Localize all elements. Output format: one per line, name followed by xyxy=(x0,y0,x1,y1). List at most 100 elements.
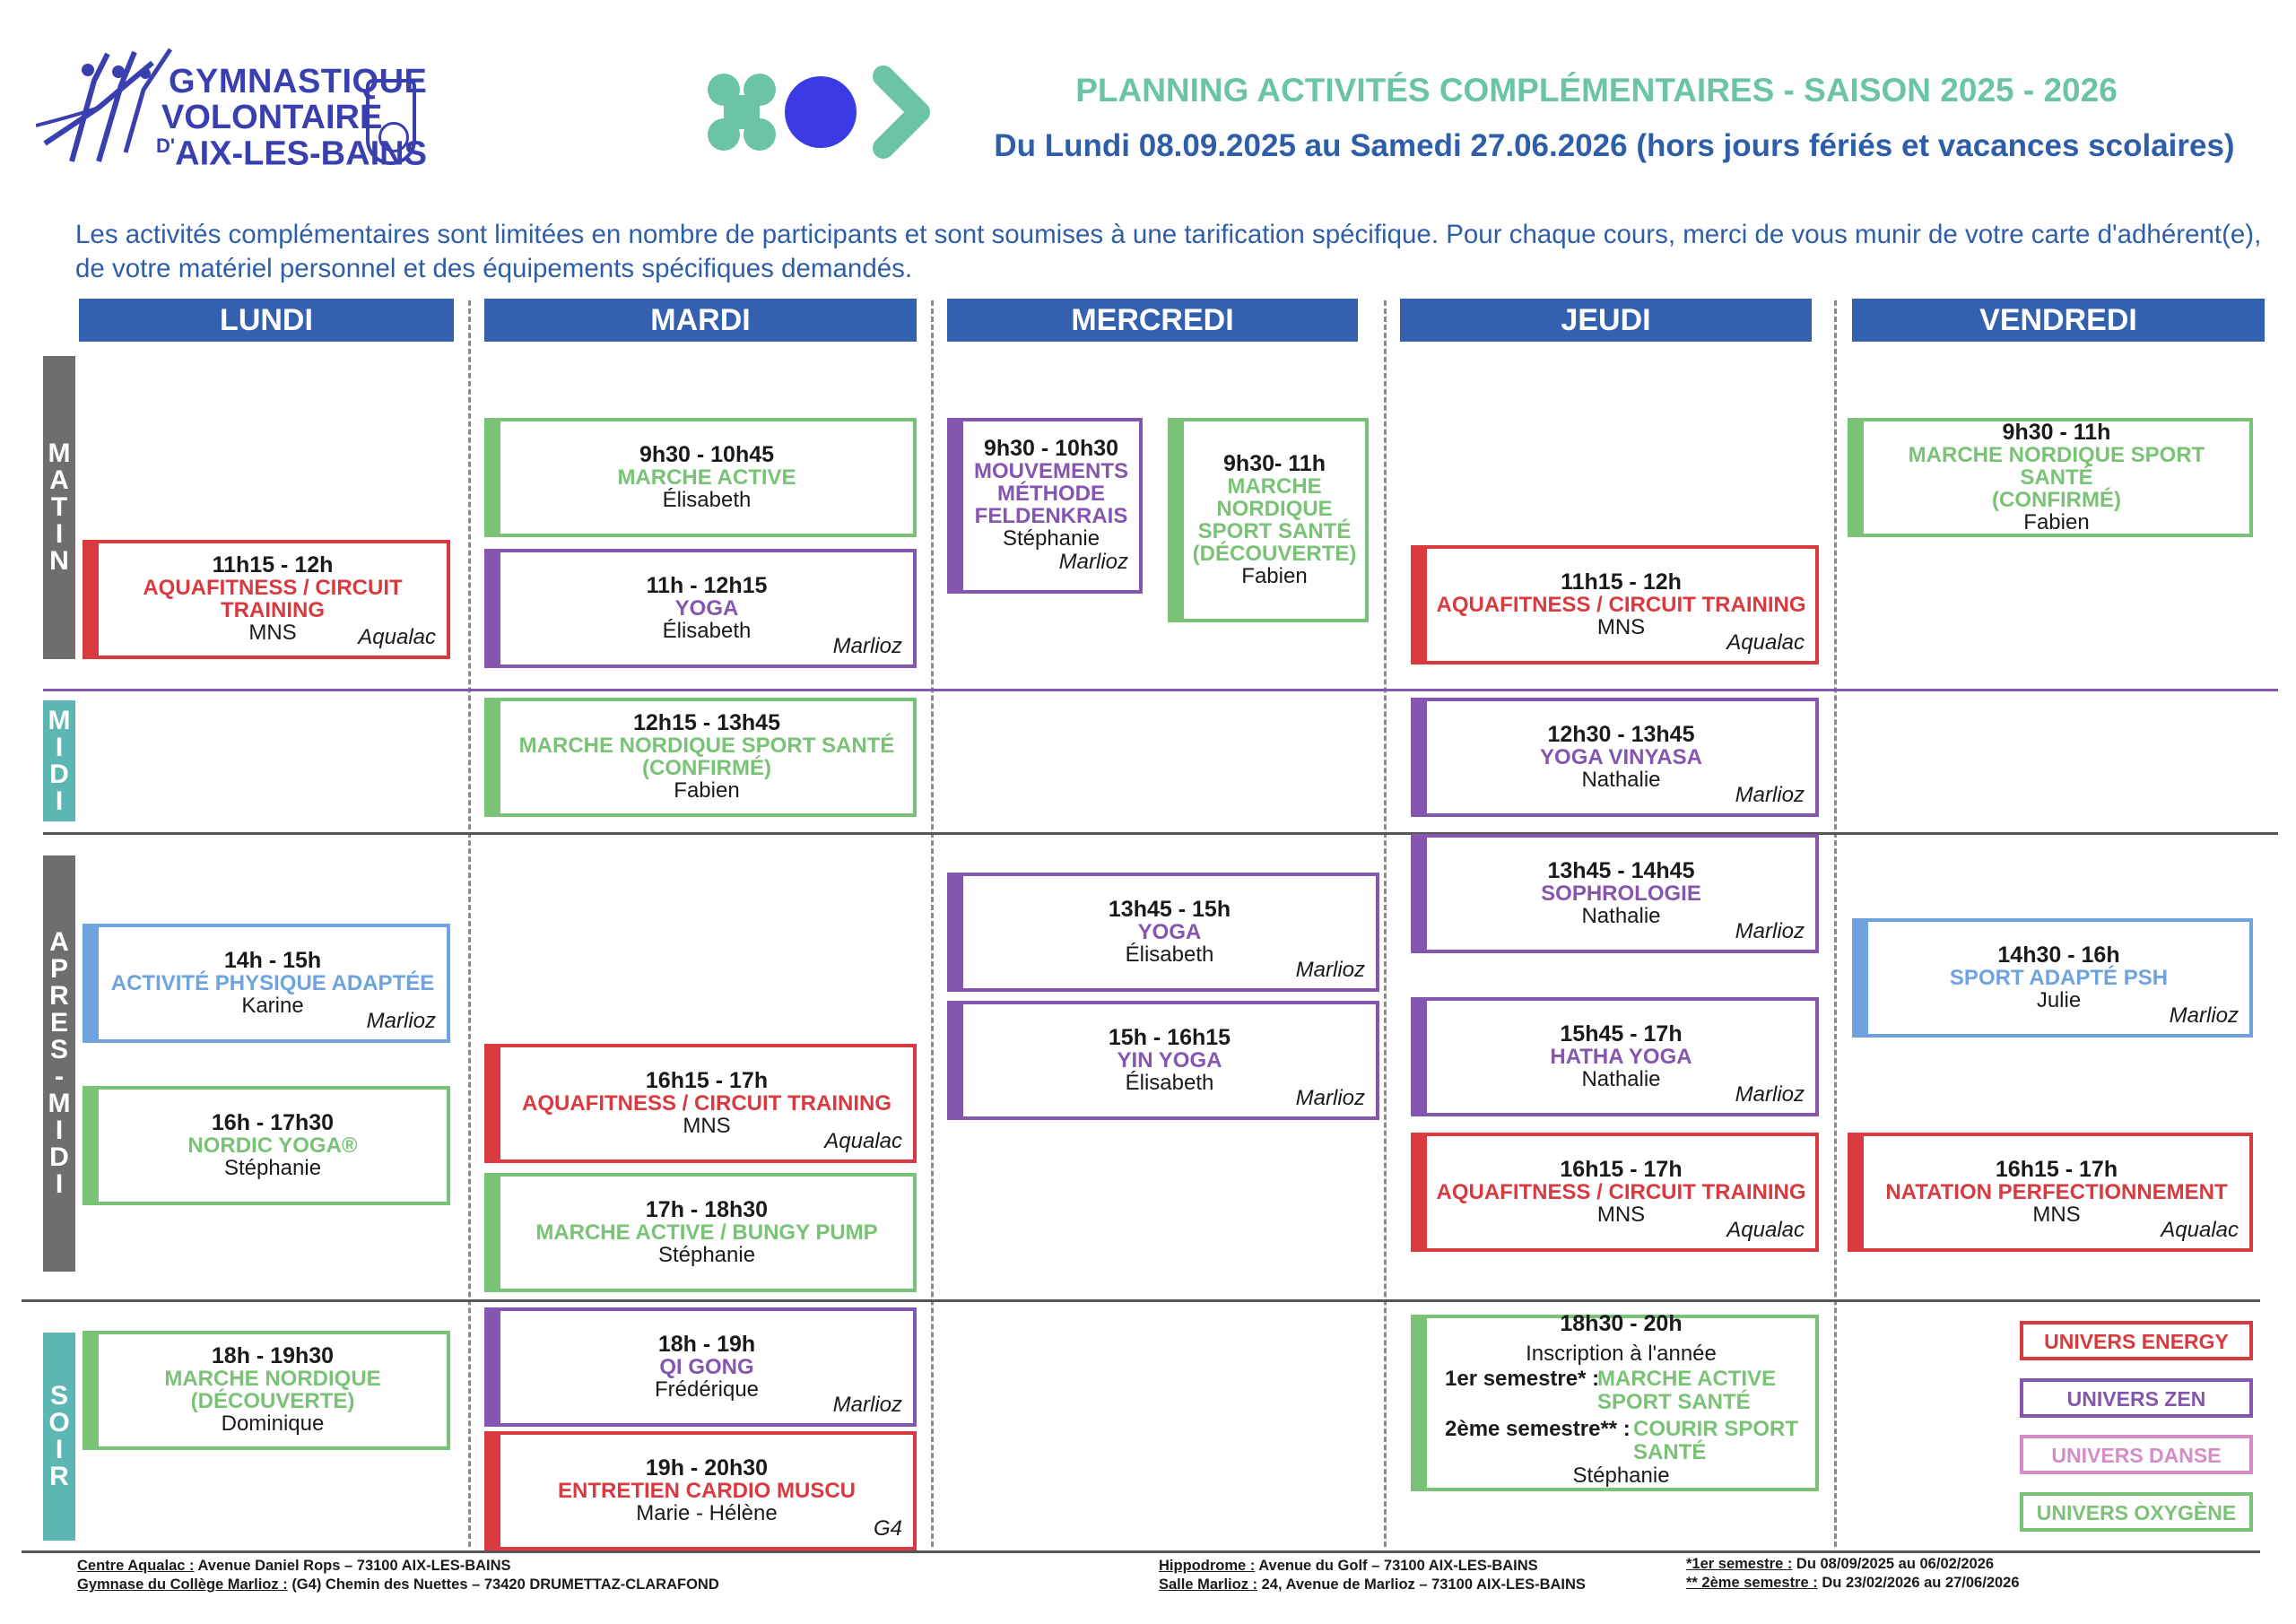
activity-card[interactable]: 15h45 - 17h HATHA YOGA Nathalie Marlioz xyxy=(1411,997,1819,1116)
activity-instructor: Fabien xyxy=(1241,563,1308,588)
column-divider xyxy=(931,300,934,1547)
activity-name: MOUVEMENTS xyxy=(973,459,1128,483)
activity-note: Inscription à l'année xyxy=(1526,1342,1717,1366)
activity-instructor: MNS xyxy=(248,621,297,645)
activity-instructor: Nathalie xyxy=(1581,903,1661,928)
activity-name: QI GONG xyxy=(659,1354,754,1379)
activity-card[interactable]: 11h - 12h15 YOGA Élisabeth Marlioz xyxy=(484,549,917,668)
activity-instructor: Frédérique xyxy=(654,1376,760,1402)
activity-name: SPORT SANTÉ xyxy=(1597,1390,1751,1414)
activity-time: 16h - 17h30 xyxy=(211,1109,335,1135)
activity-card[interactable]: 16h - 17h30 NORDIC YOGA® Stéphanie xyxy=(83,1086,450,1205)
day-header-mardi: MARDI xyxy=(484,299,917,342)
activity-instructor: MNS xyxy=(2032,1202,2081,1227)
activity-name: ENTRETIEN CARDIO MUSCU xyxy=(557,1478,856,1503)
activity-time: 11h - 12h15 xyxy=(646,572,768,598)
activity-time: 15h - 16h15 xyxy=(1108,1024,1231,1050)
semester-2-footer-label: ** 2ème semestre : xyxy=(1686,1575,1818,1591)
legend-univers-danse: UNIVERS DANSE xyxy=(2020,1435,2253,1474)
aqualac-label: Centre Aqualac : xyxy=(77,1558,195,1574)
activity-name: SANTÉ xyxy=(1633,1440,1707,1464)
activity-card[interactable]: 16h15 - 17h AQUAFITNESS / CIRCUIT TRAINI… xyxy=(1411,1133,1819,1252)
activity-time: 12h15 - 13h45 xyxy=(633,710,780,735)
activity-location: Marlioz xyxy=(1735,783,1805,807)
activity-time: 9h30 - 10h45 xyxy=(639,441,775,467)
activity-time: 9h30 - 11h xyxy=(2002,419,2111,445)
activity-instructor: Stéphanie xyxy=(1572,1463,1670,1488)
aqualac-address: Avenue Daniel Rops – 73100 AIX-LES-BAINS xyxy=(197,1558,511,1574)
activity-instructor: Nathalie xyxy=(1581,767,1661,792)
activity-card[interactable]: 11h15 - 12h AQUAFITNESS / CIRCUIT TRAINI… xyxy=(1411,545,1819,664)
activity-card[interactable]: 16h15 - 17h AQUAFITNESS / CIRCUIT TRAINI… xyxy=(484,1044,917,1163)
activity-time: 11h15 - 12h xyxy=(212,552,334,578)
day-header-vendredi: VENDREDI xyxy=(1852,299,2265,342)
footer-semesters: *1er semestre : Du 08/09/2025 au 06/02/2… xyxy=(1686,1555,2260,1593)
activity-time: 16h15 - 17h xyxy=(1560,1156,1683,1182)
activity-instructor: MNS xyxy=(683,1113,731,1138)
footer-addresses-middle: Hippodrome : Avenue du Golf – 73100 AIX-… xyxy=(1159,1557,1661,1594)
page-subtitle: Du Lundi 08.09.2025 au Samedi 27.06.2026… xyxy=(994,128,2235,163)
activity-name: MARCHE ACTIVE xyxy=(617,465,796,490)
activity-location: Marlioz xyxy=(1295,958,1365,982)
activity-card[interactable]: 19h - 20h30 ENTRETIEN CARDIO MUSCU Marie… xyxy=(484,1431,917,1550)
column-divider xyxy=(1384,300,1387,1547)
activity-name: MARCHE ACTIVE xyxy=(1597,1367,1777,1391)
activity-card[interactable]: 13h45 - 15h YOGA Élisabeth Marlioz xyxy=(947,873,1379,992)
activity-name: MARCHE NORDIQUE SPORT SANTÉ xyxy=(1908,442,2205,490)
activity-time: 18h30 - 20h xyxy=(1560,1311,1683,1336)
activity-instructor: Élisabeth xyxy=(1125,1070,1214,1095)
activity-card[interactable]: 17h - 18h30 MARCHE ACTIVE / BUNGY PUMP S… xyxy=(484,1173,917,1292)
activity-instructor: Marie - Hélène xyxy=(636,1500,778,1525)
period-divider xyxy=(43,832,2278,835)
activity-instructor: Dominique xyxy=(221,1411,325,1436)
activity-instructor: Karine xyxy=(241,993,304,1018)
activity-card[interactable]: 18h30 - 20h Inscription à l'année 1er se… xyxy=(1411,1311,1819,1491)
activity-name: MARCHE xyxy=(1227,473,1322,499)
semester-2-dates: Du 23/02/2026 au 27/06/2026 xyxy=(1822,1575,2020,1591)
activity-time: 18h - 19h30 xyxy=(211,1343,335,1368)
activity-name: YIN YOGA xyxy=(1117,1047,1222,1073)
hippodrome-address: Avenue du Golf – 73100 AIX-LES-BAINS xyxy=(1258,1558,1538,1574)
activity-name: COURIR SPORT xyxy=(1633,1417,1799,1441)
semester-2-label: 2ème semestre** : xyxy=(1445,1417,1631,1441)
activity-location: Aqualac xyxy=(824,1129,902,1153)
period-divider xyxy=(22,1299,2260,1302)
activity-location: Aqualac xyxy=(1726,630,1805,655)
activity-location: Aqualac xyxy=(358,625,436,649)
activity-time: 13h45 - 14h45 xyxy=(1547,857,1695,883)
activity-instructor: Élisabeth xyxy=(662,618,752,643)
activity-instructor: Fabien xyxy=(2023,509,2090,534)
activity-card[interactable]: 14h30 - 16h SPORT ADAPTÉ PSH Julie Marli… xyxy=(1852,918,2253,1038)
activity-name: (DÉCOUVERTE) xyxy=(190,1389,355,1413)
activity-card[interactable]: 11h15 - 12h AQUAFITNESS / CIRCUIT TRAINI… xyxy=(83,540,450,659)
activity-name: MARCHE ACTIVE / BUNGY PUMP xyxy=(535,1220,878,1245)
activity-name: MARCHE NORDIQUE SPORT SANTÉ xyxy=(518,734,895,758)
activity-card[interactable]: 18h - 19h QI GONG Frédérique Marlioz xyxy=(484,1307,917,1427)
activity-name: NORDIC YOGA® xyxy=(187,1133,358,1158)
activity-card[interactable]: 9h30- 11h MARCHE NORDIQUE SPORT SANTÉ (D… xyxy=(1168,418,1369,622)
day-header-lundi: LUNDI xyxy=(79,299,454,342)
activity-card[interactable]: 12h15 - 13h45 MARCHE NORDIQUE SPORT SANT… xyxy=(484,698,917,817)
activity-card[interactable]: 12h30 - 13h45 YOGA VINYASA Nathalie Marl… xyxy=(1411,698,1819,817)
activity-time: 9h30 - 10h30 xyxy=(983,436,1119,461)
page-title: PLANNING ACTIVITÉS COMPLÉMENTAIRES - SAI… xyxy=(1075,72,2118,109)
legend-univers-zen: UNIVERS ZEN xyxy=(2020,1378,2253,1418)
activity-name: (CONFIRMÉ) xyxy=(642,756,771,780)
activity-card[interactable]: 16h15 - 17h NATATION PERFECTIONNEMENT MN… xyxy=(1848,1133,2253,1252)
activity-name: YOGA xyxy=(1137,919,1202,944)
activity-time: 16h15 - 17h xyxy=(1995,1156,2118,1182)
activity-card[interactable]: 9h30 - 10h30 MOUVEMENTS MÉTHODE FELDENKR… xyxy=(947,418,1143,594)
activity-card[interactable]: 9h30 - 10h45 MARCHE ACTIVE Élisabeth xyxy=(484,418,917,537)
activity-time: 12h30 - 13h45 xyxy=(1547,721,1695,747)
activity-location: Marlioz xyxy=(832,1393,902,1417)
activity-name: MÉTHODE xyxy=(997,482,1105,506)
activity-card[interactable]: 14h - 15h ACTIVITÉ PHYSIQUE ADAPTÉE Kari… xyxy=(83,924,450,1043)
activity-card[interactable]: 9h30 - 11h MARCHE NORDIQUE SPORT SANTÉ (… xyxy=(1848,418,2253,537)
activity-card[interactable]: 18h - 19h30 MARCHE NORDIQUE (DÉCOUVERTE)… xyxy=(83,1331,450,1450)
activity-card[interactable]: 13h45 - 14h45 SOPHROLOGIE Nathalie Marli… xyxy=(1411,834,1819,953)
activity-card[interactable]: 15h - 16h15 YIN YOGA Élisabeth Marlioz xyxy=(947,1001,1379,1120)
salle-marlioz-label: Salle Marlioz : xyxy=(1159,1576,1258,1593)
column-divider xyxy=(1834,300,1837,1547)
